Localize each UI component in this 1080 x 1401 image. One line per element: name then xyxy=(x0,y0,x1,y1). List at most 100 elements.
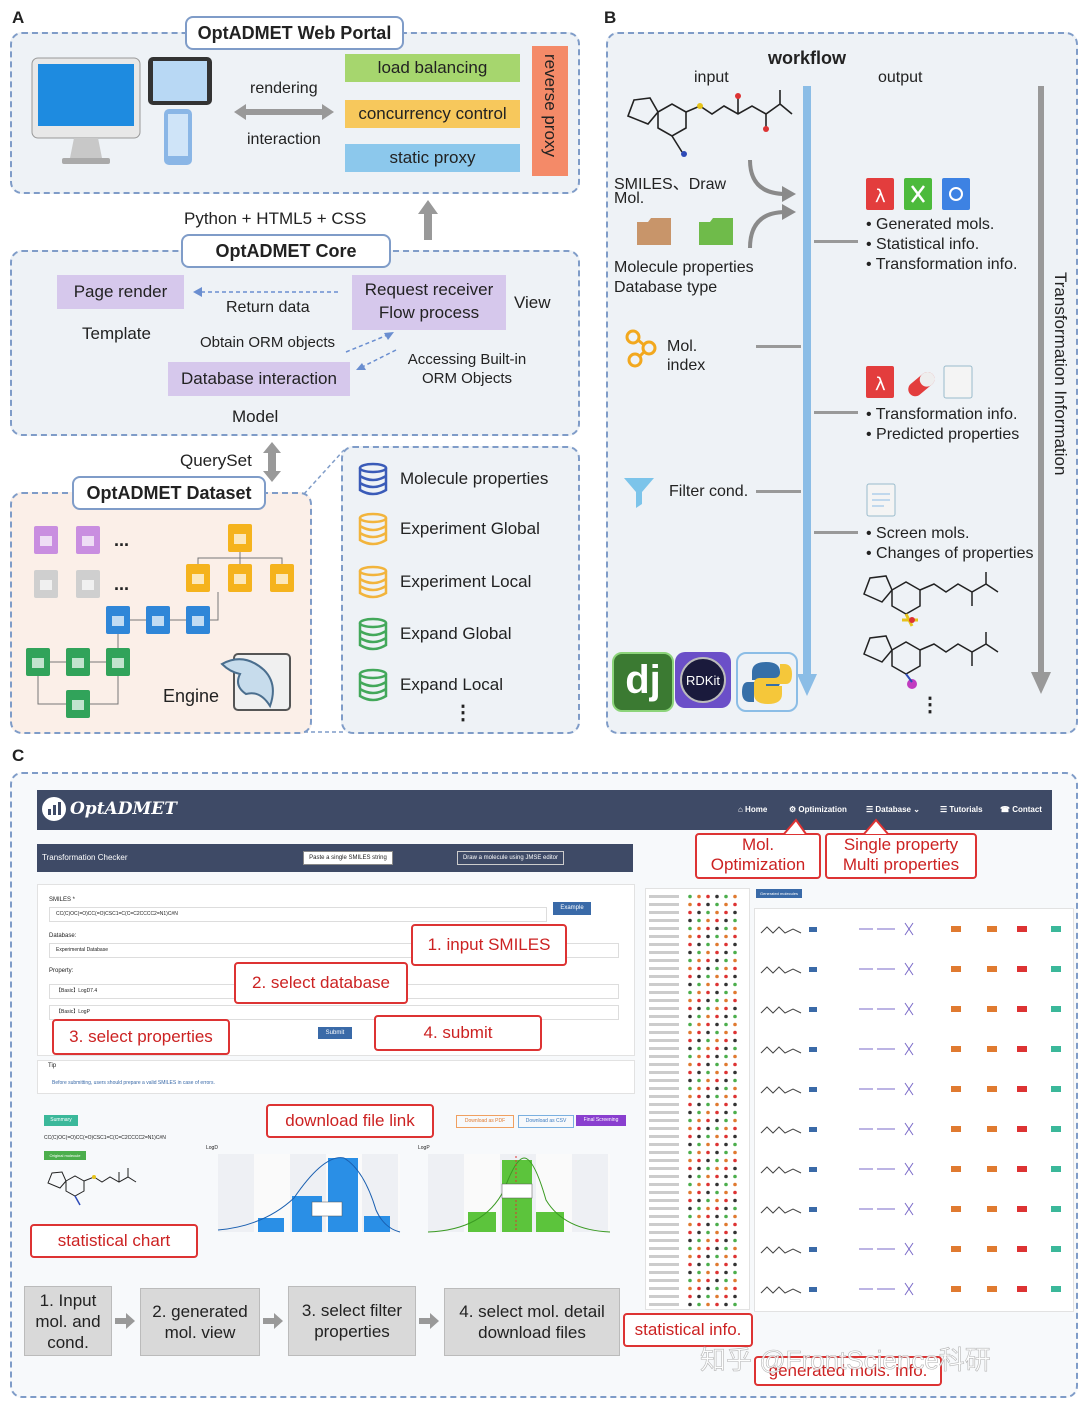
row-badge[interactable] xyxy=(951,1006,961,1012)
row-badge[interactable] xyxy=(1017,1006,1027,1012)
row-badge[interactable] xyxy=(1017,1286,1027,1292)
row-badge[interactable] xyxy=(987,1086,997,1092)
row-badge[interactable] xyxy=(987,1166,997,1172)
row-button[interactable] xyxy=(809,927,817,932)
stat-row xyxy=(649,1207,679,1210)
row-badge[interactable] xyxy=(1051,1286,1061,1292)
stat-dot xyxy=(688,1174,692,1179)
row-badge[interactable] xyxy=(1017,1046,1027,1052)
stat-dot xyxy=(733,966,737,971)
submit-button[interactable]: Submit xyxy=(318,1027,352,1039)
stat-row xyxy=(649,991,679,994)
draw-molecule-button[interactable]: Draw a molecule using JMSE editor xyxy=(457,851,564,865)
row-badge[interactable] xyxy=(1051,1246,1061,1252)
row-button[interactable] xyxy=(809,1207,817,1212)
stat-dot xyxy=(733,1278,737,1283)
stat-dot xyxy=(706,1286,710,1291)
row-badge[interactable] xyxy=(951,966,961,972)
stat-dot xyxy=(706,1102,710,1107)
stat-row xyxy=(649,1103,679,1106)
stack-label: Python + HTML5 + CSS xyxy=(184,209,367,228)
row-badge[interactable] xyxy=(987,926,997,932)
row-badge[interactable] xyxy=(1051,1046,1061,1052)
row-badge[interactable] xyxy=(1017,1126,1027,1132)
paste-smiles-button[interactable]: Paste a single SMILES string xyxy=(303,851,393,865)
row-badge[interactable] xyxy=(1051,1006,1061,1012)
stat-dot xyxy=(724,1078,728,1083)
row-badge[interactable] xyxy=(951,926,961,932)
download-csv-button[interactable]: Download as CSV xyxy=(518,1115,574,1128)
database-select[interactable]: Experimental Database xyxy=(49,943,619,958)
row-badge[interactable] xyxy=(1051,926,1061,932)
stat-dot xyxy=(733,1206,737,1211)
row-badge[interactable] xyxy=(951,1086,961,1092)
row-badge[interactable] xyxy=(1017,966,1027,972)
row-badge[interactable] xyxy=(987,1006,997,1012)
row-badge[interactable] xyxy=(951,1286,961,1292)
row-button[interactable] xyxy=(809,1127,817,1132)
row-badge[interactable] xyxy=(987,1126,997,1132)
property-select-2[interactable]: 【Basic】LogP xyxy=(49,1005,619,1020)
row-badge[interactable] xyxy=(1017,1206,1027,1212)
callout-multi-properties: Multi properties xyxy=(842,855,960,874)
row-badge[interactable] xyxy=(1051,1126,1061,1132)
stat-row xyxy=(649,1119,679,1122)
smiles-input[interactable]: CC(C)OC(=O)CC(=O)CSC1=C(C=C2CCCC2=N1)C#N xyxy=(49,907,547,922)
row-badge[interactable] xyxy=(1051,1086,1061,1092)
up-arrow-icon xyxy=(416,198,440,242)
row-badge[interactable] xyxy=(1017,926,1027,932)
row-badge[interactable] xyxy=(951,1126,961,1132)
stat-dot xyxy=(688,1158,692,1163)
db-icon-expand-global xyxy=(358,617,388,651)
row-badge[interactable] xyxy=(987,1046,997,1052)
stat-dot xyxy=(688,1054,692,1059)
row-badge[interactable] xyxy=(951,1206,961,1212)
row-button[interactable] xyxy=(809,967,817,972)
row-badge[interactable] xyxy=(951,1166,961,1172)
row-badge[interactable] xyxy=(1051,966,1061,972)
row-badge[interactable] xyxy=(1017,1166,1027,1172)
stat-dot xyxy=(715,958,719,963)
stat-dot xyxy=(706,894,710,899)
row-badge[interactable] xyxy=(987,1286,997,1292)
row-badge[interactable] xyxy=(951,1246,961,1252)
nav-tutorials[interactable]: ☰ Tutorials xyxy=(940,805,983,814)
stat-dot xyxy=(706,1198,710,1203)
stat-dot xyxy=(724,1094,728,1099)
property-field-label: Property: xyxy=(49,968,74,974)
step-4-line-2: download files xyxy=(478,1323,586,1342)
row-badge[interactable] xyxy=(987,1246,997,1252)
stat-dot xyxy=(706,974,710,979)
example-button[interactable]: Example xyxy=(553,902,591,915)
row-badge[interactable] xyxy=(1051,1166,1061,1172)
row-button[interactable] xyxy=(809,1007,817,1012)
output-3-line-1: • Screen mols. xyxy=(866,525,970,542)
stat-dot xyxy=(697,1182,701,1187)
row-badge[interactable] xyxy=(1051,1206,1061,1212)
nav-database[interactable]: ☰ Database ⌄ xyxy=(866,805,920,814)
stat-dot xyxy=(688,1102,692,1107)
download-pdf-button[interactable]: Download as PDF xyxy=(456,1115,514,1128)
row-button[interactable] xyxy=(809,1047,817,1052)
stat-dot xyxy=(697,1014,701,1019)
stat-dot xyxy=(697,1174,701,1179)
nav-optimization[interactable]: ⚙ Optimization xyxy=(789,805,847,814)
stat-dot xyxy=(724,1006,728,1011)
row-badge[interactable] xyxy=(987,966,997,972)
row-badge[interactable] xyxy=(1017,1086,1027,1092)
row-button[interactable] xyxy=(809,1167,817,1172)
stat-dot xyxy=(697,1158,701,1163)
nav-home[interactable]: ⌂ Home xyxy=(738,805,768,814)
row-badge[interactable] xyxy=(987,1206,997,1212)
row-button[interactable] xyxy=(809,1087,817,1092)
row-button[interactable] xyxy=(809,1287,817,1292)
row-button[interactable] xyxy=(809,1247,817,1252)
row-badge[interactable] xyxy=(951,1046,961,1052)
stat-dot xyxy=(724,1022,728,1027)
stat-dot xyxy=(724,1230,728,1235)
nav-contact[interactable]: ☎ Contact xyxy=(1000,805,1042,814)
stat-dot xyxy=(715,1222,719,1227)
final-screening-button[interactable]: Final Screening xyxy=(576,1115,626,1126)
stat-row xyxy=(649,1287,679,1290)
row-badge[interactable] xyxy=(1017,1246,1027,1252)
